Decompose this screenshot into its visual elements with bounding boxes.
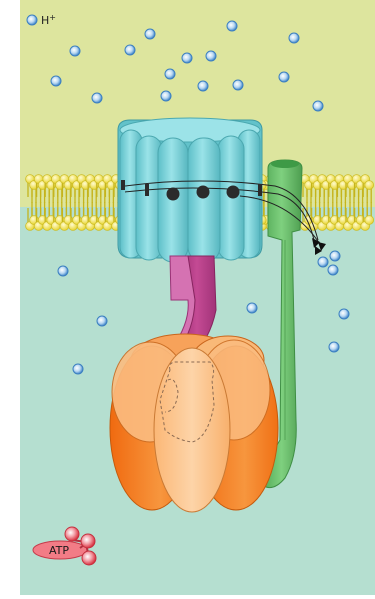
atp-label: ATP [49,544,69,557]
proton-icon [165,69,175,79]
proton-icon [233,80,243,90]
proton-icon [227,21,237,31]
proton-icon [206,51,216,61]
f1-head [110,334,278,512]
legend-proton-charge: + [49,13,56,22]
proton-site-2 [197,186,210,199]
proton-icon [51,76,61,86]
proton-icon [70,46,80,56]
proton-site-1 [167,188,180,201]
phosphate-3 [82,551,96,565]
proton-icon [97,316,107,326]
proton-icon [247,303,257,313]
proton-icon [125,45,135,55]
proton-icon [73,364,83,374]
proton-icon [330,251,340,261]
proton-site-3 [227,186,240,199]
proton-icon [198,81,208,91]
proton-icon [329,342,339,352]
proton-icon [145,29,155,39]
proton-icon [182,53,192,63]
proton-icon [58,266,68,276]
proton-icon [328,265,338,275]
proton-icon [318,257,328,267]
proton-icon [27,15,37,25]
phosphate-1 [65,527,79,541]
legend-proton-symbol: H [41,14,49,27]
proton-icon [339,309,349,319]
proton-icon [161,91,171,101]
proton-icon [313,101,323,111]
proton-icon [289,33,299,43]
proton-icon [279,72,289,82]
phosphate-2 [81,534,95,548]
proton-icon [92,93,102,103]
